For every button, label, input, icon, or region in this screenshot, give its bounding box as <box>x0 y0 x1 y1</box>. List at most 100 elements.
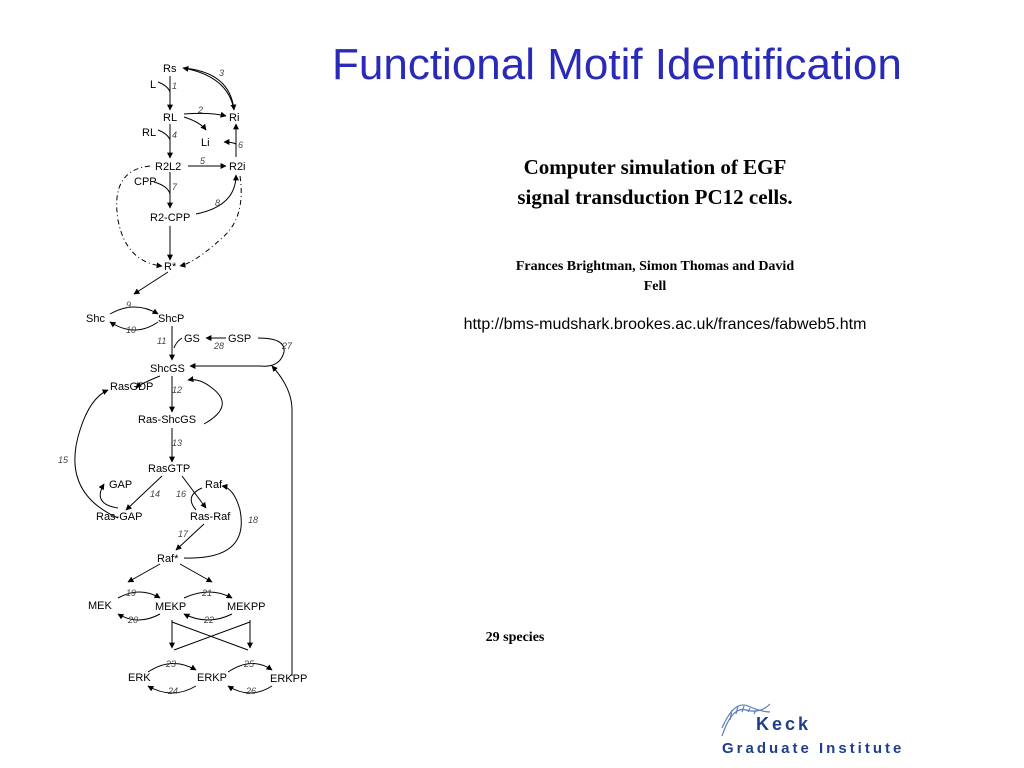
reaction-21: 21 <box>201 588 212 598</box>
node-r2-cpp: R2-CPP <box>150 212 190 224</box>
node-raf: Raf <box>205 479 223 491</box>
edge-14-gap <box>98 483 119 509</box>
reaction-19: 19 <box>126 588 136 598</box>
node-r2l2: R2L2 <box>155 161 181 173</box>
node-ri: Ri <box>229 112 239 124</box>
edge-25 <box>227 663 273 673</box>
edge-23 <box>147 663 197 673</box>
edge-14 <box>125 475 163 511</box>
edge-12-rasgdp <box>135 375 161 389</box>
logo-line-2: Graduate Institute <box>722 740 905 757</box>
edge-21 <box>183 591 233 599</box>
node-cpp: CPP <box>134 176 157 188</box>
edge-18 <box>183 483 242 559</box>
node-shcgs: ShcGS <box>150 363 185 375</box>
edge-24 <box>147 685 197 694</box>
node-mekp: MEKP <box>155 601 186 613</box>
edge-r-star-shc <box>133 271 169 295</box>
node-li: Li <box>201 137 210 149</box>
reaction-3: 3 <box>219 68 224 78</box>
edge-raf-mek <box>127 563 161 583</box>
edge-17 <box>175 523 205 551</box>
reaction-12: 12 <box>172 385 182 395</box>
edge-2 <box>183 111 227 118</box>
edge-dashed-left <box>116 165 163 269</box>
edge-1-input <box>157 81 171 93</box>
authors-line-1: Frances Brightman, Simon Thomas and Davi… <box>515 259 795 274</box>
node-raf-star: Raf* <box>157 553 179 565</box>
reaction-11: 11 <box>157 336 166 346</box>
node-rasgtp: RasGTP <box>148 463 190 475</box>
reaction-27: 27 <box>281 341 293 351</box>
node-rl-input: RL <box>142 127 156 139</box>
reaction-14: 14 <box>150 489 160 499</box>
edge-9 <box>109 306 159 315</box>
reaction-18: 18 <box>248 515 258 525</box>
edge-mekpp-cross <box>173 621 251 651</box>
edge-raf-mekpp <box>179 563 213 583</box>
species-note: 29 species <box>485 630 545 645</box>
reaction-1: 1 <box>172 81 177 91</box>
edge-16 <box>181 475 207 509</box>
subtitle-line-1: Computer simulation of EGF <box>523 155 787 179</box>
node-gs: GS <box>184 333 200 345</box>
subtitle: Computer simulation of EGF signal transd… <box>470 152 840 212</box>
subtitle-line-2: signal transduction PC12 cells. <box>517 185 793 209</box>
edge-erkpp-feedback <box>271 365 293 676</box>
node-l: L <box>150 79 156 91</box>
edge-22 <box>183 613 233 621</box>
edge-4-input <box>157 129 171 141</box>
authors-line-2: Fell <box>643 279 667 294</box>
reaction-24: 24 <box>167 686 178 696</box>
edge-20 <box>117 613 161 621</box>
reaction-22: 22 <box>203 615 214 625</box>
edge-3 <box>182 67 237 111</box>
edge-10 <box>109 321 159 331</box>
edge-12-loop <box>187 376 223 425</box>
node-rl: RL <box>163 112 177 124</box>
reaction-16: 16 <box>176 489 186 499</box>
reaction-5: 5 <box>200 156 206 166</box>
node-ras-raf: Ras-Raf <box>190 511 231 523</box>
edge-6-li <box>223 139 237 146</box>
node-shcp: ShcP <box>158 313 184 325</box>
authors: Frances Brightman, Simon Thomas and Davi… <box>470 257 840 297</box>
reaction-26: 26 <box>245 686 256 696</box>
edge-16-raf <box>190 487 203 511</box>
node-rs: Rs <box>163 63 177 75</box>
reaction-4: 4 <box>172 130 177 140</box>
reaction-8: 8 <box>215 198 220 208</box>
reaction-17: 17 <box>178 529 189 539</box>
logo-line-1: Keck <box>756 714 812 734</box>
edge-15 <box>74 389 119 519</box>
node-erkpp: ERKPP <box>270 673 307 685</box>
node-r-star: R* <box>164 261 177 273</box>
reaction-23: 23 <box>165 659 176 669</box>
reaction-10: 10 <box>126 325 136 335</box>
reaction-13: 13 <box>172 438 182 448</box>
node-erk: ERK <box>128 672 151 684</box>
node-mekpp: MEKPP <box>227 601 266 613</box>
reaction-2: 2 <box>197 105 203 115</box>
node-gap: GAP <box>109 479 132 491</box>
edge-3-rev <box>182 65 235 111</box>
reaction-7: 7 <box>172 182 178 192</box>
reaction-15: 15 <box>58 455 69 465</box>
node-rasgdp: RasGDP <box>110 381 153 393</box>
node-ras-gap: Ras-GAP <box>96 511 142 523</box>
node-r2i: R2i <box>229 161 246 173</box>
node-shc: Shc <box>86 313 105 325</box>
node-gsp: GSP <box>228 333 251 345</box>
reaction-9: 9 <box>126 300 131 310</box>
edge-19 <box>117 591 161 599</box>
reaction-6: 6 <box>238 140 243 150</box>
edge-26 <box>227 685 273 694</box>
node-erkp: ERKP <box>197 672 227 684</box>
reaction-28: 28 <box>213 341 224 351</box>
source-url[interactable]: http://bms-mudshark.brookes.ac.uk/france… <box>463 316 867 333</box>
node-mek: MEK <box>88 600 113 612</box>
edge-8 <box>195 174 239 215</box>
edge-7-input <box>153 181 171 195</box>
edge-27 <box>189 337 285 369</box>
